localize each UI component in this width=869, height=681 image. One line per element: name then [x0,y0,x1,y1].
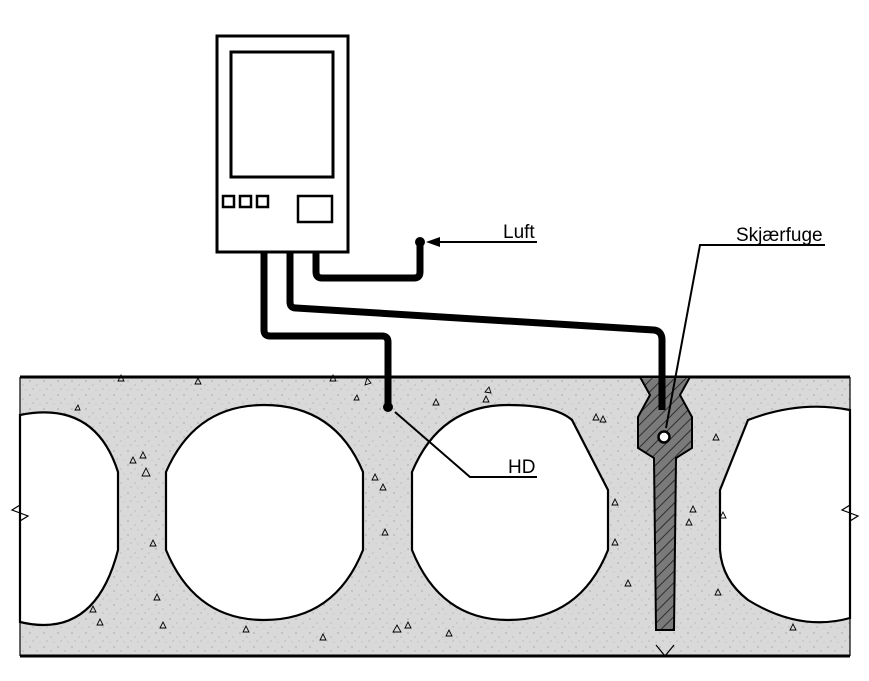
cable-joint [286,252,666,410]
joint-bottom-notch [655,644,675,657]
hollow-core-4 [718,405,852,624]
hollow-cores [18,403,852,627]
slab-joint [637,376,693,657]
leader-air-arrow [426,237,440,247]
label-air: Luft [503,222,535,243]
cable-hd [260,252,392,405]
device-button-3[interactable] [255,194,270,209]
sensor-cables [260,237,671,444]
leader-lines [394,237,825,478]
device-screen [229,50,335,179]
label-shear-joint: Skjærfuge [736,225,823,246]
device-button-2[interactable] [238,194,253,209]
measuring-device[interactable] [215,34,350,254]
hollow-core-2 [164,403,365,622]
label-hd: HD [508,457,535,478]
break-line-right [840,377,860,656]
hollow-core-3 [410,403,610,622]
air-sensor-dot [415,237,425,247]
slab-outline [10,375,860,658]
aggregate-marks [74,373,797,641]
hollow-core-1 [18,411,120,627]
device-button-1[interactable] [221,194,236,209]
hd-sensor-dot [383,402,393,412]
cable-air [312,242,424,282]
shear-joint-grout [637,376,693,631]
device-display-port [296,194,334,224]
leader-shear-joint [665,244,825,429]
joint-sensor-dot [657,430,671,444]
break-line-left [10,377,30,656]
leader-hd [394,411,537,478]
